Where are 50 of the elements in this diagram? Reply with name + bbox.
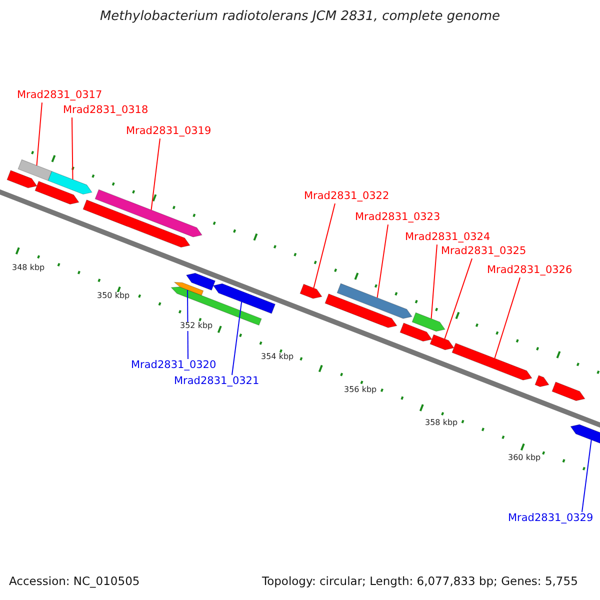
gene-label: Mrad2831_0317 bbox=[17, 90, 102, 102]
gene-block bbox=[400, 322, 432, 342]
gene-label: Mrad2831_0320 bbox=[131, 360, 216, 372]
gene-label: Mrad2831_0319 bbox=[126, 126, 212, 138]
gene-block bbox=[552, 382, 586, 401]
gene-block bbox=[48, 170, 92, 195]
leader-line bbox=[376, 224, 388, 298]
gene-block bbox=[336, 283, 412, 319]
leader-line bbox=[150, 138, 160, 210]
title: Methylobacterium radiotolerans JCM 2831, complete genome bbox=[98, 10, 502, 24]
gene-block bbox=[324, 294, 398, 328]
gene-block bbox=[186, 272, 216, 291]
scale-label: 354 kbp bbox=[261, 353, 294, 362]
leader-line bbox=[187, 290, 188, 360]
scale-label: 358 kbp bbox=[425, 419, 458, 428]
gene-label: Mrad2831_0322 bbox=[304, 191, 390, 203]
gene-block bbox=[534, 375, 550, 388]
gene-label: Mrad2831_0325 bbox=[441, 246, 526, 258]
scale-label: 352 kbp bbox=[180, 322, 213, 331]
gene-block bbox=[452, 342, 532, 380]
leader-line bbox=[582, 439, 592, 512]
gene-block bbox=[174, 282, 204, 296]
gene-block bbox=[34, 180, 80, 204]
gene-label: Mrad2831_0318 bbox=[63, 105, 148, 117]
gene-block bbox=[300, 284, 322, 299]
leader-line bbox=[36, 102, 42, 166]
gene-block bbox=[212, 283, 276, 314]
gene-block bbox=[82, 200, 190, 248]
gene-label: Mrad2831_0326 bbox=[487, 265, 572, 277]
gene-label: Mrad2831_0321 bbox=[174, 376, 260, 388]
gene-block bbox=[94, 189, 202, 238]
scale-label: 356 kbp bbox=[344, 386, 377, 395]
accession-text: Accession: NC_010505 bbox=[9, 575, 140, 588]
scale-label: 350 kbp bbox=[97, 292, 130, 301]
leader-line bbox=[313, 203, 336, 289]
gene-label: Mrad2831_0323 bbox=[355, 212, 440, 224]
scale-label: 360 kbp bbox=[508, 454, 541, 463]
gene-block bbox=[6, 170, 38, 188]
leader-line bbox=[72, 117, 74, 180]
gene-label: Mrad2831_0324 bbox=[405, 232, 490, 244]
gene-block bbox=[412, 312, 446, 332]
genome-info-text: Topology: circular; Length: 6,077,833 bp; Genes: 5,755 bbox=[262, 575, 578, 588]
scale-label: 348 kbp bbox=[12, 264, 45, 273]
leader-line bbox=[232, 301, 242, 376]
leader-line bbox=[444, 258, 472, 340]
gene-block bbox=[18, 159, 52, 182]
gene-block bbox=[430, 334, 454, 350]
gene-label: Mrad2831_0329 bbox=[508, 513, 594, 525]
leader-line bbox=[430, 244, 438, 320]
leader-line bbox=[494, 277, 520, 359]
